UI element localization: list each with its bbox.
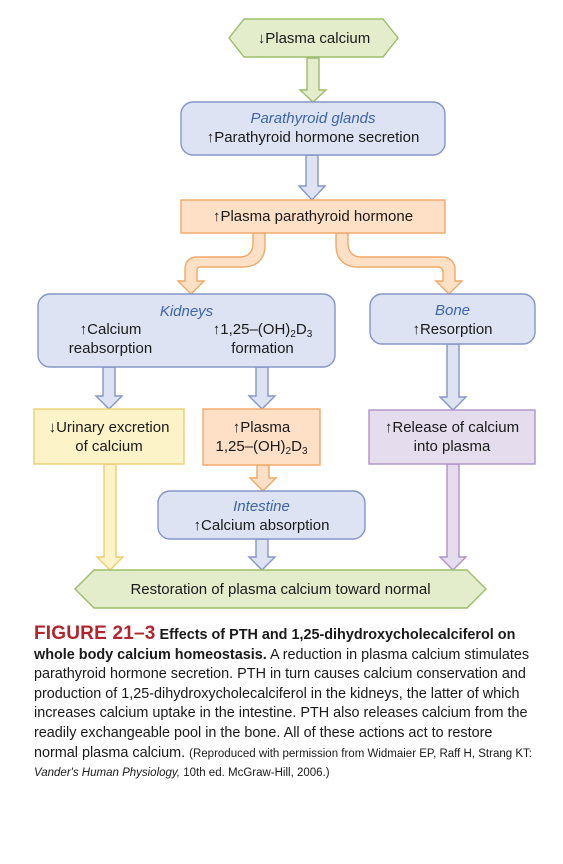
arrow-pth-to-kidneys: [176, 232, 266, 295]
caption-credit: (Reproduced with permission from Widmaie…: [34, 748, 532, 780]
parathyroid-effect-label: ↑Parathyroid hormone secretion: [206, 129, 420, 146]
node-release-shape: [368, 409, 536, 465]
boxes: [33, 18, 536, 609]
arrow-start-to-parathyroid: [298, 57, 328, 103]
kidneys-right-line1b: D: [295, 321, 307, 338]
kidneys-organ-label: Kidneys: [159, 303, 214, 320]
intestine-organ-label: Intestine: [233, 498, 290, 515]
kidneys-left-line1: ↑Calcium: [79, 321, 142, 338]
arrow-intestine-to-end: [247, 538, 277, 571]
node-kidneys-shape: [37, 293, 336, 368]
plasma-d3-sub1: 2: [285, 446, 292, 457]
node-end-label: Restoration of plasma calcium toward nor…: [130, 581, 431, 598]
plasma-d3-line2b: D: [291, 438, 302, 455]
urinary-line2: of calcium: [75, 438, 143, 455]
figure-number: FIGURE 21–3: [34, 623, 156, 644]
node-release: ↑Release of calcium into plasma: [369, 418, 535, 456]
kidneys-right-sub2: 3: [306, 329, 313, 340]
arrow-bone-to-release: [438, 343, 468, 411]
caption-title: Effects of PTH and 1,25-dihydroxycholeca…: [34, 627, 516, 663]
urinary-line1: ↓Urinary excretion: [48, 419, 170, 436]
node-start-label: ↓Plasma calcium: [257, 30, 371, 47]
kidneys-right-sub1: 2: [290, 329, 296, 340]
credit-book-title: Vander's Human Physiology,: [34, 767, 181, 780]
node-end-shape: [74, 569, 487, 609]
node-start-shape: [228, 18, 399, 58]
arrow-parathyroid-to-pth: [297, 154, 327, 202]
release-line1: ↑Release of calcium: [384, 419, 520, 436]
kidneys-calcium-reabsorption: ↑Calcium reabsorption: [48, 320, 173, 358]
release-line2: into plasma: [413, 438, 491, 455]
connector-arrows: [94, 57, 468, 571]
node-parathyroid: Parathyroid glands ↑Parathyroid hormone …: [181, 109, 445, 147]
node-intestine: Intestine ↑Calcium absorption: [158, 497, 365, 535]
node-pth-plasma-label: ↑Plasma parathyroid hormone: [212, 208, 414, 225]
flow-diagram: [33, 18, 536, 609]
caption-body: A reduction in plasma calcium stimulates…: [34, 646, 530, 761]
plasma-d3-sub2: 3: [301, 446, 308, 457]
node-urinary-shape: [33, 408, 185, 465]
node-plasma-d3-shape: [202, 408, 321, 466]
credit-prefix: (Reproduced with permission from Widmaie…: [189, 747, 532, 760]
credit-suffix: 10th ed. McGraw-Hill, 2006.): [180, 767, 330, 780]
kidneys-right-line1a: ↑1,25–(OH): [212, 321, 291, 338]
arrow-kidneys-to-urinary: [94, 366, 124, 410]
node-parathyroid-shape: [180, 101, 446, 156]
arrow-urinary-to-end: [95, 463, 125, 571]
figure-caption: FIGURE 21–3 Effects of PTH and 1,25-dihy…: [34, 624, 534, 783]
plasma-d3-line1: ↑Plasma: [232, 419, 291, 436]
node-bone-shape: [369, 293, 536, 345]
node-plasma-d3: ↑Plasma 1,25–(OH)2D3: [203, 418, 320, 457]
bone-organ-label: Bone: [434, 302, 471, 319]
plasma-d3-line2a: 1,25–(OH): [215, 438, 286, 455]
node-intestine-shape: [157, 490, 366, 540]
arrow-kidneys-to-plasma-d3: [247, 366, 277, 410]
bone-effect-label: ↑Resorption: [412, 321, 493, 338]
arrow-plasma-d3-to-intestine: [248, 464, 278, 492]
node-bone: Bone ↑Resorption: [370, 301, 535, 339]
arrow-pth-to-bone: [335, 232, 464, 295]
kidneys-left-line2: reabsorption: [68, 340, 153, 357]
intestine-effect-label: ↑Calcium absorption: [193, 517, 330, 534]
node-pth-plasma-shape: [180, 199, 446, 234]
arrow-release-to-end: [438, 463, 468, 571]
kidneys-right-line2: formation: [231, 340, 294, 357]
kidneys-d3-formation: ↑1,25–(OH)2D3 formation: [190, 320, 335, 358]
node-urinary: ↓Urinary excretion of calcium: [34, 418, 184, 456]
parathyroid-organ-label: Parathyroid glands: [250, 110, 376, 127]
